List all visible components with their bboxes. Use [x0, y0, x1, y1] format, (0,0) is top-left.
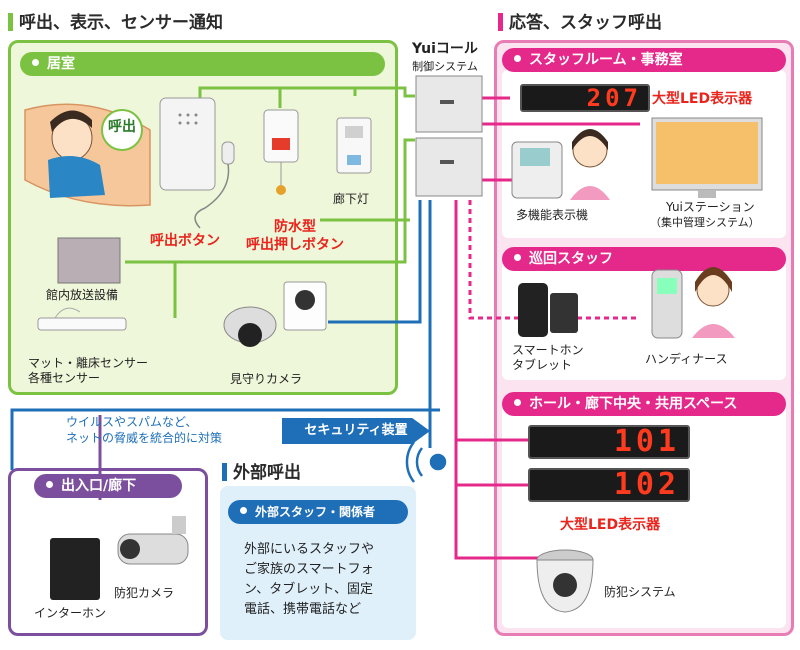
- patrol-pill: 巡回スタッフ: [502, 247, 786, 271]
- external-title-text: 外部呼出: [233, 463, 301, 483]
- external-text: 外部にいるスタッフや ご家族のスマートフォ ン、タブレット、固定 電話、携帯電話…: [244, 542, 375, 617]
- led-display-staff: 207: [520, 84, 650, 112]
- title-bar-icon: [498, 13, 503, 31]
- station-label: Yuiステーション: [666, 200, 755, 214]
- patrol-subpanel: [502, 260, 786, 380]
- led-label-staff: 大型LED表示器: [652, 91, 753, 107]
- right-section-title-text: 応答、スタッフ呼出: [509, 13, 662, 33]
- room-label-pill: 居室: [20, 52, 385, 76]
- hall-pill: ホール・廊下中央・共用スペース: [502, 392, 786, 416]
- left-section-title-text: 呼出、表示、センサー通知: [19, 13, 223, 33]
- room-label: 居室: [47, 56, 75, 72]
- control-subtitle: 制御システム: [412, 60, 478, 73]
- led-display-hall-2: 102: [528, 468, 690, 502]
- wireless-icon: [405, 441, 447, 483]
- right-section-title: 応答、スタッフ呼出: [498, 8, 662, 33]
- call-bubble: 呼出: [108, 119, 136, 135]
- waterproof-button-label: 防水型 呼出押しボタン: [246, 219, 344, 253]
- led-display-hall-1: 101: [528, 425, 690, 459]
- station-sub-label: （集中管理システム）: [650, 216, 760, 229]
- bullet-icon: [514, 55, 521, 62]
- title-bar-icon: [8, 13, 13, 31]
- phone-label: 多機能表示機: [516, 208, 589, 222]
- staff-room-label: スタッフルーム・事務室: [529, 52, 683, 68]
- entrance-camera-label: 防犯カメラ: [114, 586, 175, 600]
- external-title: 外部呼出: [222, 458, 301, 483]
- entrance-label: 出入口/廊下: [61, 478, 137, 494]
- hall-label: ホール・廊下中央・共用スペース: [529, 396, 738, 412]
- left-section-title: 呼出、表示、センサー通知: [8, 8, 223, 33]
- external-pill: 外部スタッフ・関係者: [228, 500, 408, 524]
- patrol-label: 巡回スタッフ: [529, 251, 613, 267]
- mat-sensor-label: マット・離床センサー 各種センサー: [28, 356, 149, 385]
- camera-label: 見守りカメラ: [230, 372, 303, 386]
- intercom-label: インターホン: [34, 606, 107, 620]
- led-label-hall: 大型LED表示器: [560, 517, 661, 533]
- handy-nurse-label: ハンディナース: [645, 352, 728, 366]
- bullet-icon: [514, 254, 521, 261]
- bullet-icon: [46, 481, 53, 488]
- bullet-icon: [240, 507, 247, 514]
- title-bar-icon: [222, 463, 227, 481]
- external-pill-label: 外部スタッフ・関係者: [255, 505, 376, 519]
- corridor-light-label: 廊下灯: [333, 192, 370, 206]
- call-button-label: 呼出ボタン: [150, 233, 220, 249]
- security-device-label: セキュリティ装置: [282, 418, 430, 444]
- control-system-header: Yuiコール 制御システム: [405, 38, 485, 74]
- entrance-pill: 出入口/廊下: [34, 474, 182, 498]
- broadcast-label: 館内放送設備: [46, 288, 119, 302]
- staff-room-pill: スタッフルーム・事務室: [502, 48, 786, 72]
- control-brand: Yuiコール: [412, 41, 478, 57]
- security-note: ウイルスやスパムなど、 ネットの脅威を統合的に対策: [66, 415, 223, 445]
- smartphone-label: スマートホン タブレット: [512, 343, 584, 372]
- bullet-icon: [514, 399, 521, 406]
- bullet-icon: [32, 59, 39, 66]
- security-system-label: 防犯システム: [604, 585, 676, 599]
